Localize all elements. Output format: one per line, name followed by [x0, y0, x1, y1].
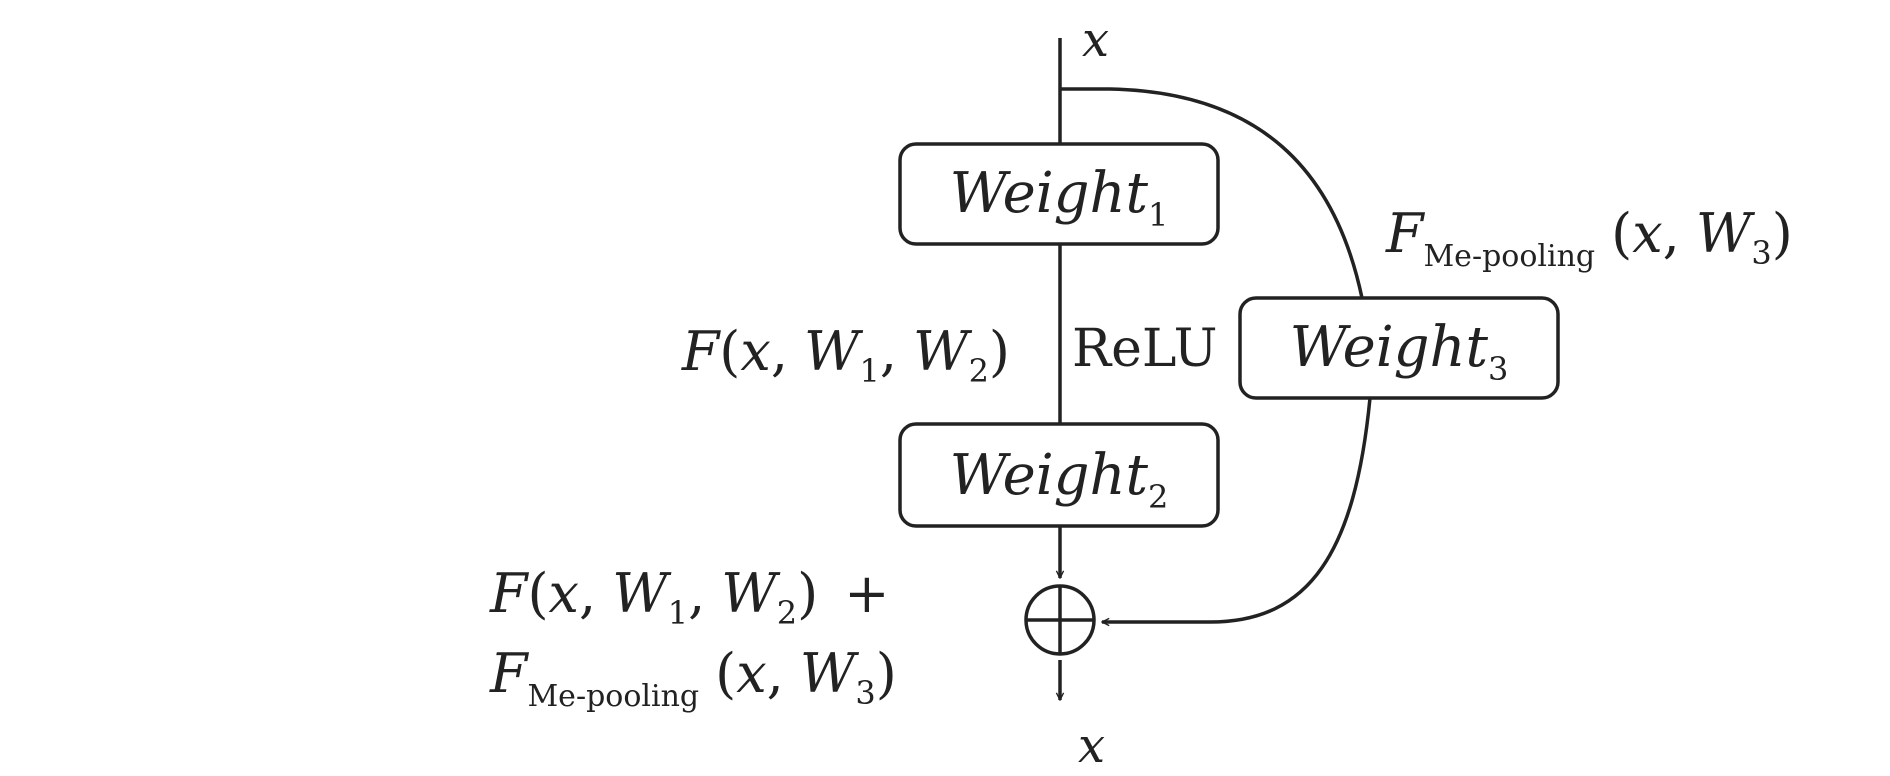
weight1-label: Weight1 [950, 161, 1169, 234]
sum-expression-line1: F(x,W1,W2)+ [489, 562, 889, 632]
input-label: x [1082, 12, 1109, 68]
output-label: x [1078, 718, 1105, 774]
sum-expression-line2: FMe-pooling(x,W3) [489, 642, 897, 714]
shortcut-curve-upper [1060, 87, 1364, 299]
shortcut-curve-lower [1102, 397, 1372, 622]
sum-node [1024, 584, 1096, 656]
pooling-function-label: FMe-pooling(x,W3) [1385, 202, 1793, 274]
weight1-box [898, 142, 1220, 246]
weight3-box [1238, 296, 1560, 400]
relu-label: ReLU [1072, 319, 1217, 379]
weight2-box [898, 422, 1220, 528]
residual-function-label: F(x,W1,W2) [681, 320, 1010, 390]
weight3-label: Weight3 [1290, 315, 1509, 388]
weight2-label: Weight2 [950, 443, 1169, 516]
